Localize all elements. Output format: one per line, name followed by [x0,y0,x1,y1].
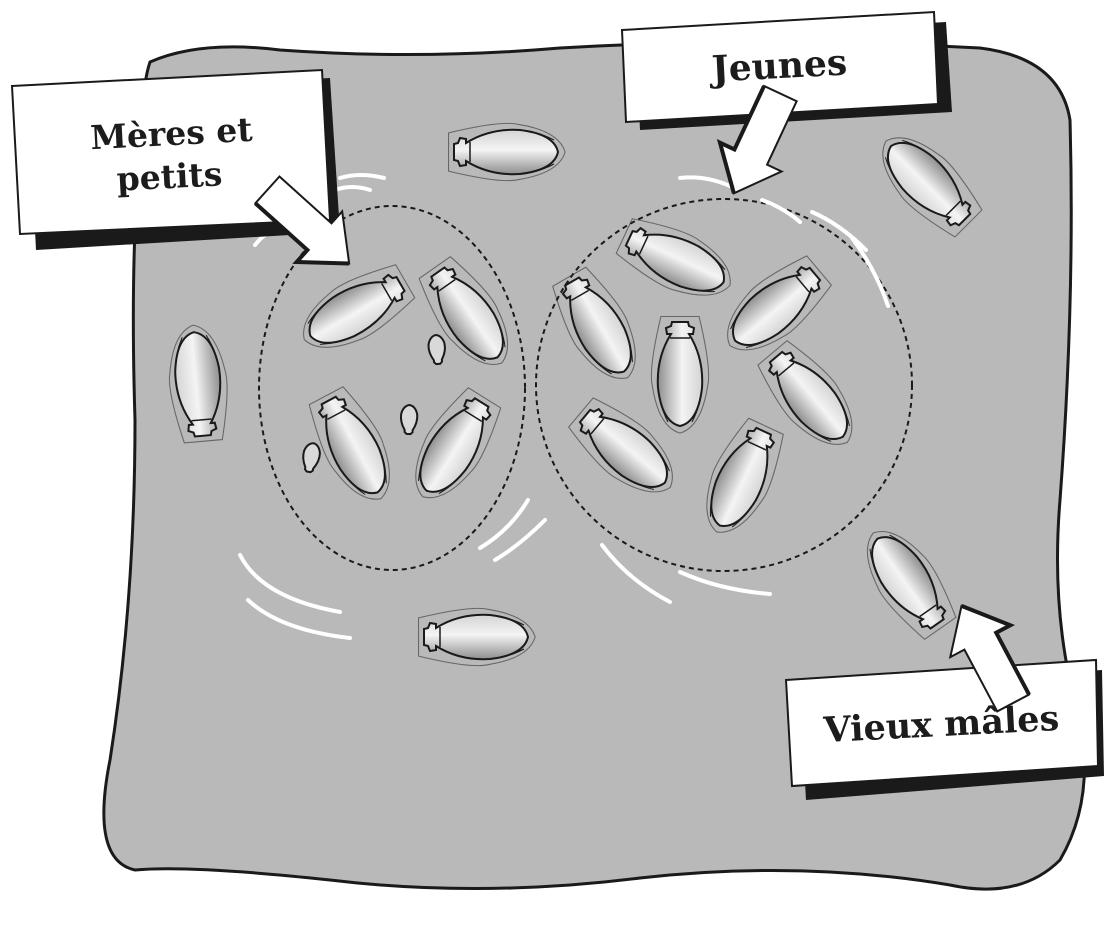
label-meres-line2: petits [116,154,224,198]
label-jeunes-text: Jeunes [708,42,848,91]
label-vieux-males: Vieux mâles [786,660,1104,800]
